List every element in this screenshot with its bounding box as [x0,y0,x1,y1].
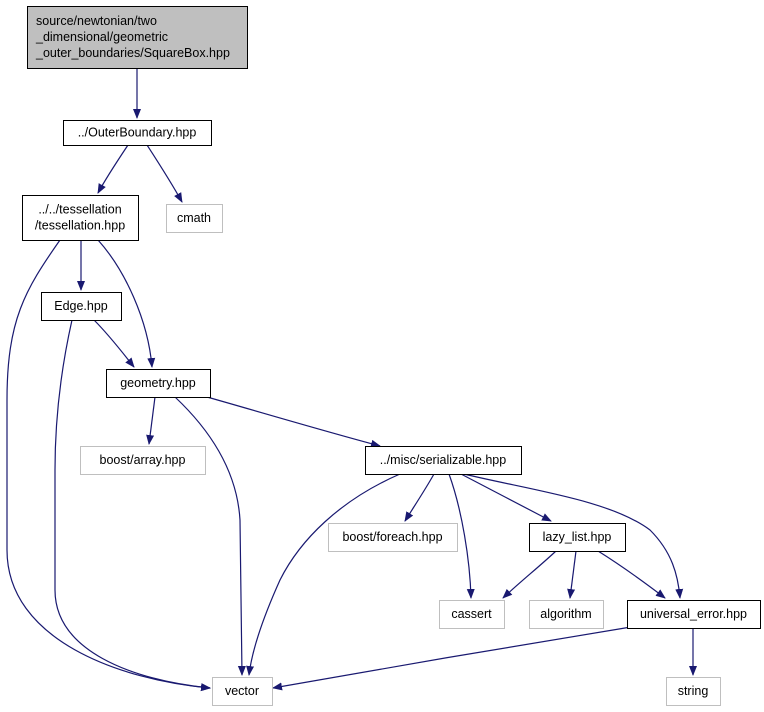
edge-serializable-to-vector [246,473,401,676]
node-label-line: boost/array.hpp [100,453,186,467]
node-box [529,600,604,629]
edge-outerboundary-to-tessellation [97,144,129,194]
edge-geometry-to-boostarray [146,396,156,445]
node-label-line: Edge.hpp [54,299,108,313]
edge-geometry-to-vector [174,396,246,676]
node-box [627,600,761,629]
edge-edge-to-geometry [93,319,135,368]
node-edge[interactable]: Edge.hpp [41,292,122,321]
edge-serializable-to-universalerror [463,473,684,599]
node-box [365,446,522,475]
node-label-line: lazy_list.hpp [543,530,612,544]
node-tessellation[interactable]: ../../tessellation/tessellation.hpp [22,195,139,241]
edge-serializable-to-cassert [448,473,475,599]
node-label-line: boost/foreach.hpp [342,530,442,544]
node-box [212,677,273,706]
node-label-line: algorithm [540,607,591,621]
node-label-line: vector [225,684,259,698]
node-box [41,292,122,321]
node-label-line: string [678,684,709,698]
node-lazylist[interactable]: lazy_list.hpp [529,523,626,552]
node-geometry[interactable]: geometry.hpp [106,369,211,398]
node-label-line: geometry.hpp [120,376,196,390]
node-label-line: universal_error.hpp [640,607,747,621]
node-vector: vector [212,677,273,706]
nodes: source/newtonian/two _dimensional/geometr… [22,6,761,706]
node-label-line: _dimensional/geometric [35,30,168,44]
node-box [529,523,626,552]
edge-edge-to-vector [54,319,211,692]
node-label-line: /tessellation.hpp [35,219,125,233]
node-label-line: ../OuterBoundary.hpp [78,126,197,140]
node-box [27,6,248,69]
node-universalerror[interactable]: universal_error.hpp [627,600,761,629]
node-label-line: source/newtonian/two [36,14,157,28]
node-algorithm: algorithm [529,600,604,629]
node-label-line: cassert [451,607,492,621]
node-box [80,446,206,475]
node-label-line: cmath [177,211,211,225]
node-box [106,369,211,398]
node-label-line: ../../tessellation [38,203,121,217]
node-box [63,120,212,146]
edge-serializable-to-boostforeach [404,473,435,522]
edge-lazylist-to-algorithm [567,550,577,599]
edge-lazylist-to-cassert [502,550,557,599]
edge-outerboundary-to-cmath [146,144,183,203]
node-squarebox[interactable]: source/newtonian/two _dimensional/geometr… [27,6,248,69]
edge-geometry-to-serializable [206,396,381,448]
edge-universalerror-to-vector [272,626,632,691]
node-box [166,204,223,233]
node-box [439,600,505,629]
node-box [328,523,458,552]
edge-tessellation-to-vector [6,239,211,692]
node-cmath: cmath [166,204,223,233]
node-label-line: _outer_boundaries/SquareBox.hpp [35,46,230,60]
edge-lazylist-to-universalerror [597,550,666,599]
node-serializable[interactable]: ../misc/serializable.hpp [365,446,522,475]
node-label-line: ../misc/serializable.hpp [380,453,506,467]
edge-serializable-to-lazylist [460,473,552,522]
edges [6,68,697,692]
node-outerboundary[interactable]: ../OuterBoundary.hpp [63,120,212,146]
node-box [22,195,139,241]
node-string: string [666,677,721,706]
node-box [666,677,721,706]
node-cassert: cassert [439,600,505,629]
edge-tessellation-to-geometry [97,239,156,368]
node-boostarray: boost/array.hpp [80,446,206,475]
node-boostforeach: boost/foreach.hpp [328,523,458,552]
